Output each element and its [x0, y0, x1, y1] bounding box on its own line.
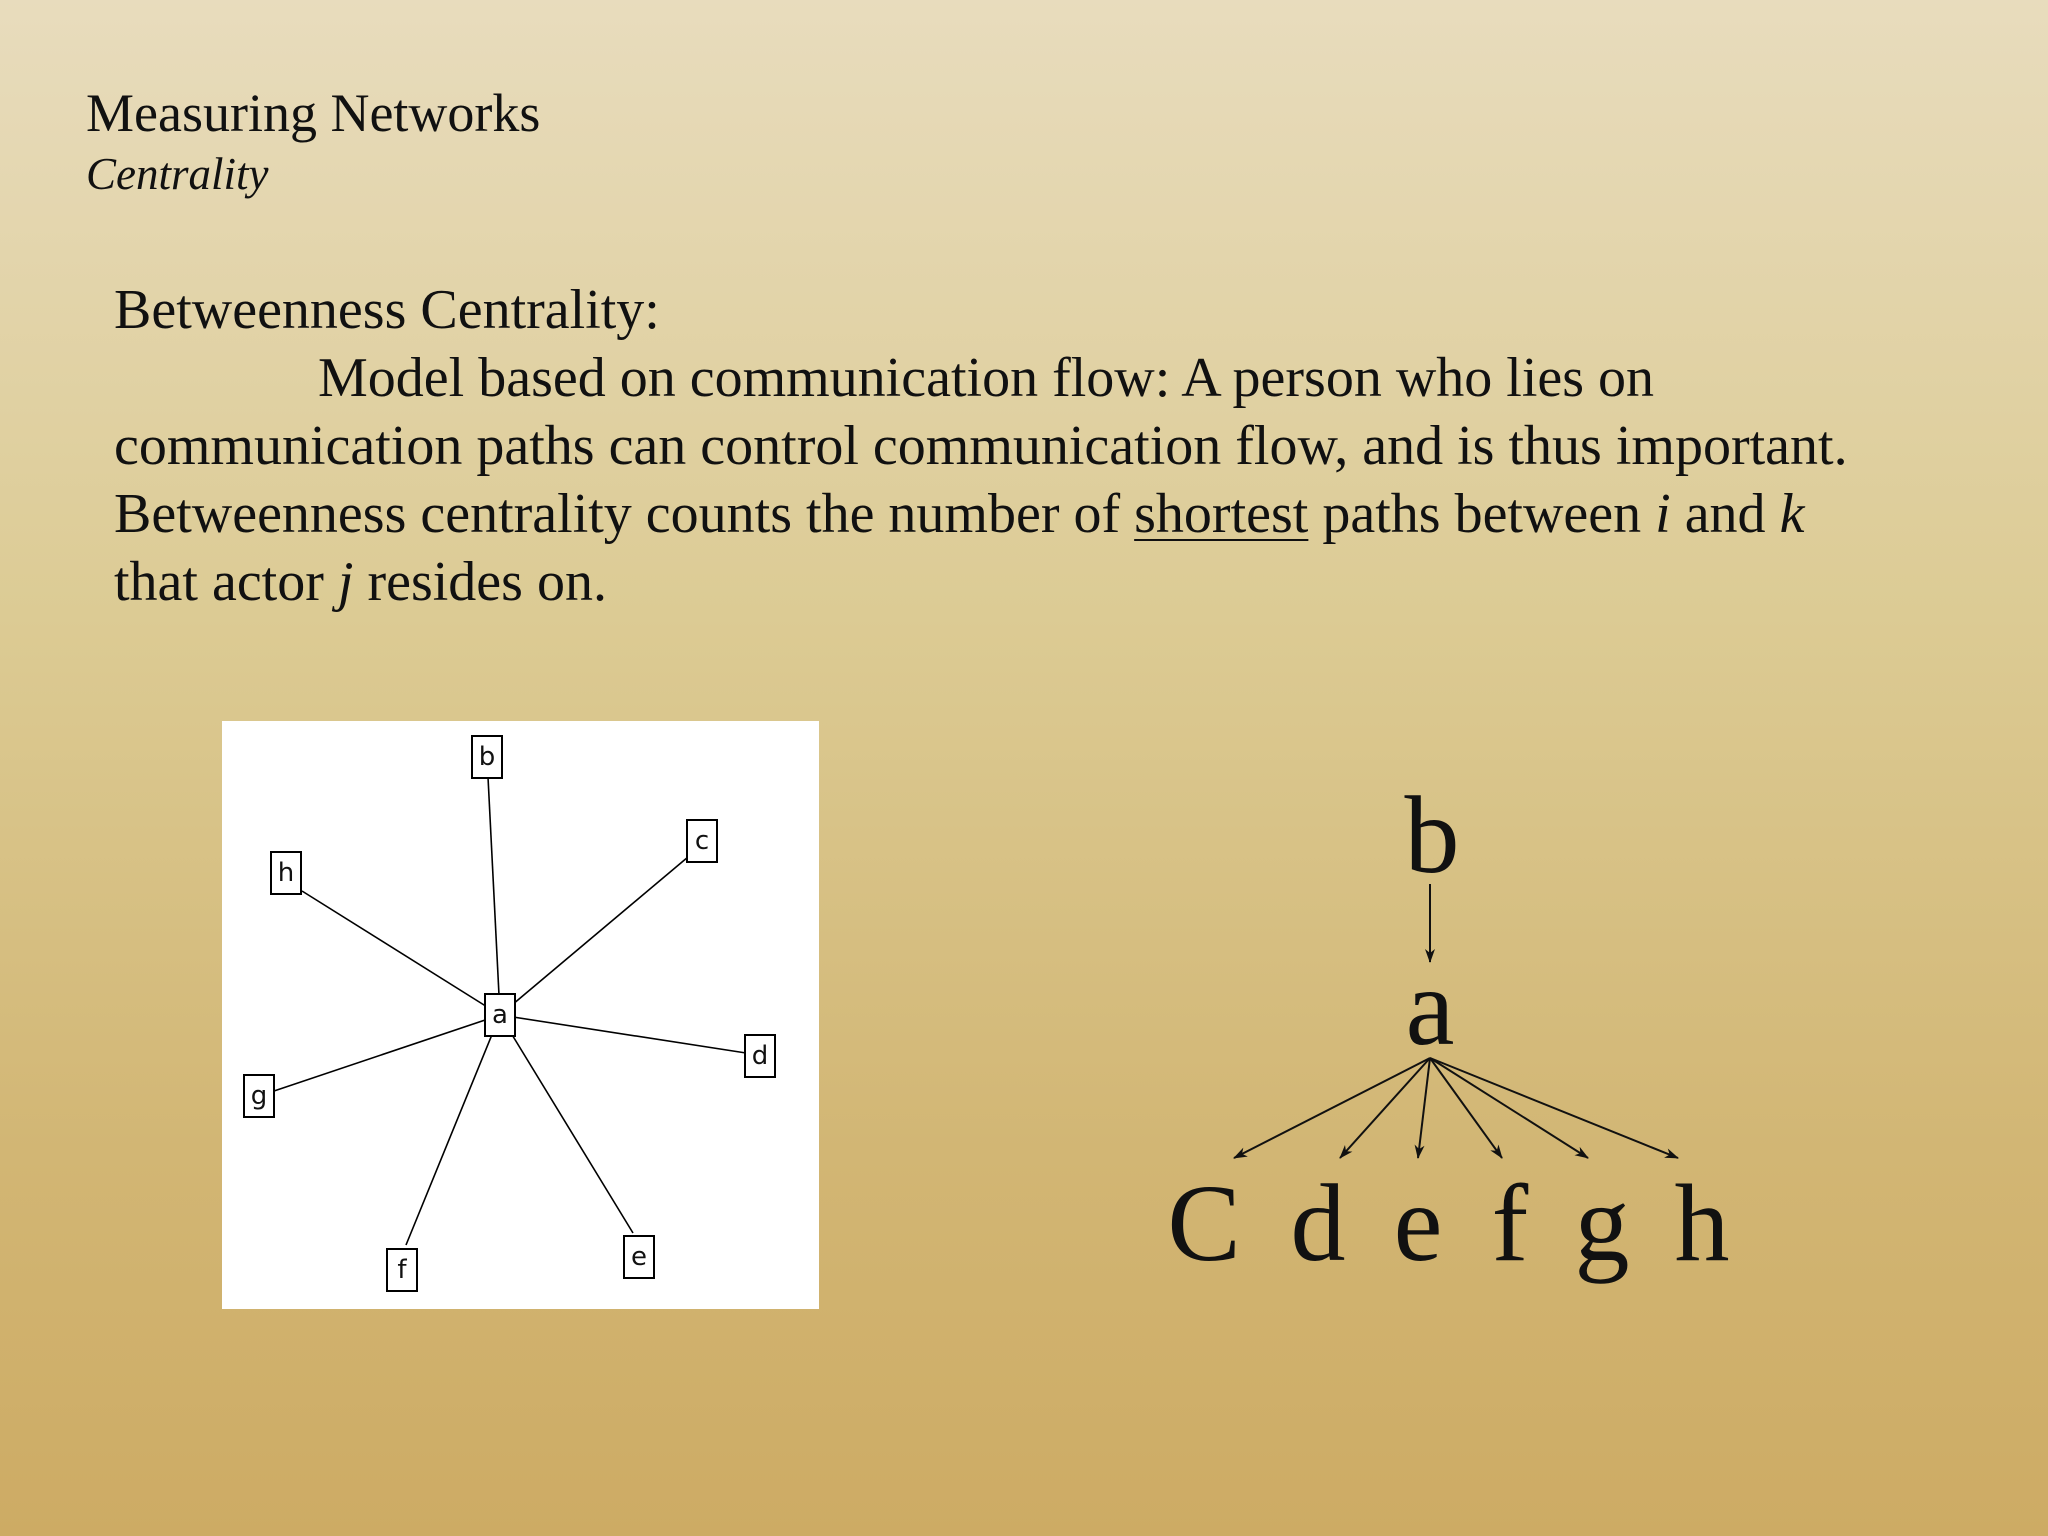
- edge-a-f: [405, 1014, 501, 1246]
- body-line-4: that actor j resides on.: [114, 548, 1944, 616]
- graph-node-c: c: [686, 819, 718, 863]
- body-text: Betweenness Centrality: Model based on c…: [114, 276, 1944, 616]
- body-line-4-post: resides on.: [353, 551, 607, 613]
- tree-node-root: b: [1404, 774, 1460, 896]
- body-line-3-mid: paths between: [1308, 483, 1656, 545]
- tree-node-middle: a: [1405, 946, 1455, 1068]
- arrow-middle-to-d: [1339, 1057, 1431, 1159]
- var-k: k: [1779, 483, 1805, 545]
- tree-leaf-e: e: [1393, 1162, 1443, 1284]
- tree-leaf-g: g: [1574, 1162, 1630, 1284]
- body-line-2: communication paths can control communic…: [114, 415, 1848, 477]
- body-line-3-and: and: [1670, 483, 1780, 545]
- body-line-4-pre: that actor: [114, 551, 338, 613]
- body-line-1: Model based on communication flow: A per…: [114, 344, 1944, 412]
- arrow-middle-to-e: [1414, 1057, 1431, 1159]
- body-heading: Betweenness Centrality:: [114, 279, 660, 341]
- edge-a-b: [487, 776, 501, 1016]
- var-i: i: [1655, 483, 1671, 545]
- tree-leaf-h: h: [1674, 1162, 1730, 1284]
- graph-node-h: h: [270, 851, 302, 895]
- arrow-middle-to-h: [1429, 1057, 1679, 1159]
- tree-arrows: [1233, 884, 1679, 1159]
- slide-title: Measuring Networks: [86, 83, 541, 143]
- arrow-middle-to-g: [1429, 1057, 1589, 1159]
- edge-a-e: [499, 1014, 634, 1234]
- graph-node-a: a: [484, 993, 516, 1037]
- slide-subtitle: Centrality: [86, 149, 269, 199]
- arrow-middle-to-f: [1429, 1057, 1503, 1159]
- edge-a-h: [301, 890, 501, 1016]
- edge-a-c: [499, 856, 689, 1016]
- shortest-underlined: shortest: [1134, 483, 1309, 545]
- star-graph-edges: [273, 776, 747, 1246]
- star-graph-panel: a b c d e f g h: [222, 721, 819, 1309]
- graph-node-f: f: [386, 1248, 418, 1292]
- graph-node-e: e: [623, 1235, 655, 1279]
- var-j: j: [337, 551, 354, 613]
- graph-node-d: d: [744, 1034, 776, 1078]
- body-line-3-pre: Betweenness centrality counts the number…: [114, 483, 1135, 545]
- edge-a-g: [273, 1014, 501, 1092]
- tree-leaf-c: C: [1167, 1162, 1241, 1284]
- body-line-1-text: Model based on communication flow: A per…: [318, 347, 1655, 409]
- arrow-middle-to-c: [1233, 1057, 1431, 1159]
- tree-leaf-d: d: [1290, 1162, 1346, 1284]
- edge-a-d: [499, 1014, 747, 1054]
- tree-leaf-f: f: [1491, 1162, 1529, 1284]
- body-line-3: Betweenness centrality counts the number…: [114, 480, 1944, 548]
- graph-node-g: g: [243, 1074, 275, 1118]
- graph-node-b: b: [471, 735, 503, 779]
